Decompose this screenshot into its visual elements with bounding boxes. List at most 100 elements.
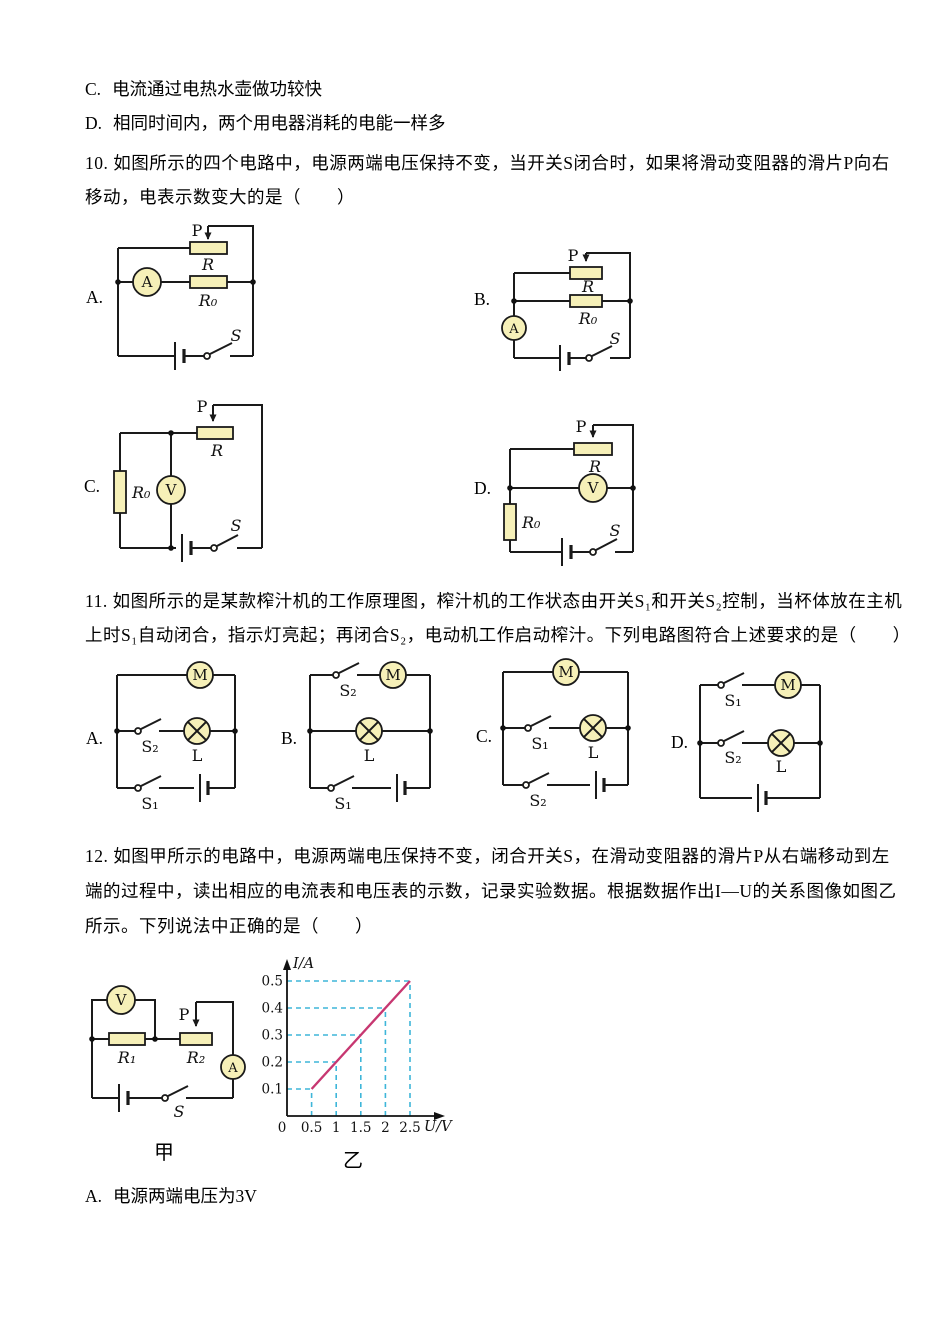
- x-tick-label: 0.5: [301, 1120, 322, 1136]
- switch-s2-label: S₂: [529, 791, 546, 810]
- rheostat-label: R: [201, 255, 214, 274]
- slider-label: P: [192, 221, 203, 240]
- rheostat: [196, 426, 234, 440]
- switch-label: S: [174, 1102, 185, 1121]
- switch-s2-label: S₂: [339, 681, 356, 700]
- junction-dot: [427, 728, 433, 734]
- x-axis-title: U/V: [424, 1119, 453, 1135]
- figure-jia-caption: 甲: [154, 1142, 174, 1164]
- motor-letter: M: [192, 666, 207, 684]
- wires: [502, 671, 629, 786]
- q12-stem-line2: 端的过程中，读出相应的电流表和电压表的示数，记录实验数据。根据数据作出I—U的关…: [85, 881, 897, 901]
- junction-dot: [250, 279, 256, 285]
- q10-stem: 10. 如图所示的四个电路中，电源两端电压保持不变，当开关S闭合时，如果将滑动变…: [85, 150, 890, 218]
- wires: [117, 225, 254, 357]
- wires: [513, 252, 631, 359]
- wires: [119, 404, 263, 549]
- voltmeter-icon: [106, 985, 136, 1015]
- battery: [181, 534, 193, 562]
- q12-stem-line3: 所示。下列说法中正确的是（ ）: [85, 916, 373, 936]
- battery: [595, 771, 606, 799]
- switch-label: S: [231, 516, 242, 535]
- battery: [396, 774, 407, 802]
- q11-option-label-b: B.: [281, 728, 298, 748]
- switch-s2-label: S₂: [724, 748, 741, 767]
- lamp-label: L: [776, 757, 787, 776]
- rheostat-r2-label: R₂: [186, 1048, 205, 1067]
- y-tick-label: 0.2: [262, 1055, 283, 1071]
- switch: [161, 1085, 189, 1102]
- resistor-label: R₀: [578, 309, 598, 328]
- battery: [561, 538, 573, 566]
- junction-dot: [817, 740, 823, 746]
- q9-option-d-text: 相同时间内，两个用电器消耗的电能一样多: [113, 113, 446, 133]
- q11-stem: 11. 如图所示的是某款榨汁机的工作原理图，榨汁机的工作状态由开关S₁和开关S₂…: [85, 588, 911, 656]
- battery: [199, 774, 210, 802]
- switch-s2-label: S₂: [141, 737, 158, 756]
- junction-dot: [627, 298, 633, 304]
- junction-dot: [89, 1036, 95, 1042]
- q12-circuit-jia: V A P R₁ R₂ S: [89, 985, 246, 1121]
- motor-icon: [552, 658, 580, 686]
- x-tick-label: 0: [278, 1120, 287, 1136]
- x-tick-label: 1.5: [350, 1120, 371, 1136]
- x-tick-label: 2.5: [399, 1120, 420, 1136]
- junction-dot: [511, 298, 517, 304]
- ammeter-letter: A: [508, 322, 519, 337]
- q11-stem-line2: 上时S₁自动闭合，指示灯亮起；再闭合S₂，电动机工作启动榨汁。下列电路图符合上述…: [85, 625, 911, 645]
- motor-icon: [186, 661, 214, 689]
- y-tick-label: 0.4: [262, 1001, 283, 1017]
- y-tick-label: 0.5: [262, 974, 283, 990]
- voltmeter-letter: V: [115, 991, 128, 1009]
- resistor-r0: [113, 470, 127, 514]
- resistor-label: R₀: [521, 513, 541, 532]
- junction-dot: [115, 279, 121, 285]
- motor-letter: M: [780, 676, 795, 694]
- slider-label: P: [568, 246, 579, 265]
- lamp-icon: [183, 717, 211, 745]
- rheostat: [189, 241, 228, 255]
- q11-option-label-a: A.: [86, 728, 104, 748]
- lamp-label: L: [192, 746, 203, 765]
- slider-label: P: [179, 1005, 190, 1024]
- y-axis-arrow: [283, 959, 291, 970]
- q9-option-c-text: 电流通过电热水壶做功较快: [112, 79, 323, 99]
- voltmeter-icon: [578, 473, 608, 503]
- switch-s2: [522, 772, 550, 789]
- rheostat: [569, 266, 603, 280]
- q10-option-label-b: B.: [474, 289, 491, 309]
- junction-dot: [168, 545, 174, 551]
- lamp-label: L: [588, 743, 599, 762]
- q11-circuit-d: M S₁ S₂ L: [697, 671, 823, 812]
- rheostat-label: R: [210, 441, 223, 460]
- voltmeter-letter: V: [165, 481, 178, 499]
- switch-label: S: [610, 521, 621, 540]
- iu-data-line: [310, 980, 411, 1090]
- switch-s2: [332, 662, 360, 679]
- resistor-label: R₀: [198, 291, 218, 310]
- slider-label: P: [197, 397, 208, 416]
- q9-option-c: C.电流通过电热水壶做功较快: [85, 76, 322, 101]
- q11-option-label-d: D.: [671, 732, 689, 752]
- battery: [174, 342, 186, 370]
- rheostat-label: R: [581, 277, 594, 296]
- q12-option-a-label: A.: [85, 1186, 103, 1206]
- y-tick-label: 0.1: [262, 1082, 283, 1098]
- q10-stem-line1: 10. 如图所示的四个电路中，电源两端电压保持不变，当开关S闭合时，如果将滑动变…: [85, 153, 890, 173]
- q12-stem-line1: 12. 如图甲所示的电路中，电源两端电压保持不变，闭合开关S，在滑动变阻器的滑片…: [85, 846, 890, 866]
- wires: [309, 674, 431, 789]
- switch-s1: [327, 775, 355, 792]
- wires: [91, 999, 234, 1099]
- switch: [589, 538, 618, 556]
- q12-option-a-text: 电源两端电压为3V: [113, 1186, 257, 1206]
- switch-s1-label: S₁: [141, 794, 158, 813]
- q9-option-d-label: D.: [85, 113, 103, 133]
- resistor-r0: [189, 275, 228, 289]
- ammeter-icon: [220, 1054, 246, 1080]
- q11-circuit-a: M S₂ L S₁: [114, 661, 238, 813]
- junction-dot: [507, 485, 513, 491]
- switch: [203, 342, 233, 360]
- switch-s2: [134, 718, 162, 735]
- figure-yi-caption: 乙: [343, 1150, 363, 1172]
- motor-letter: M: [558, 663, 573, 681]
